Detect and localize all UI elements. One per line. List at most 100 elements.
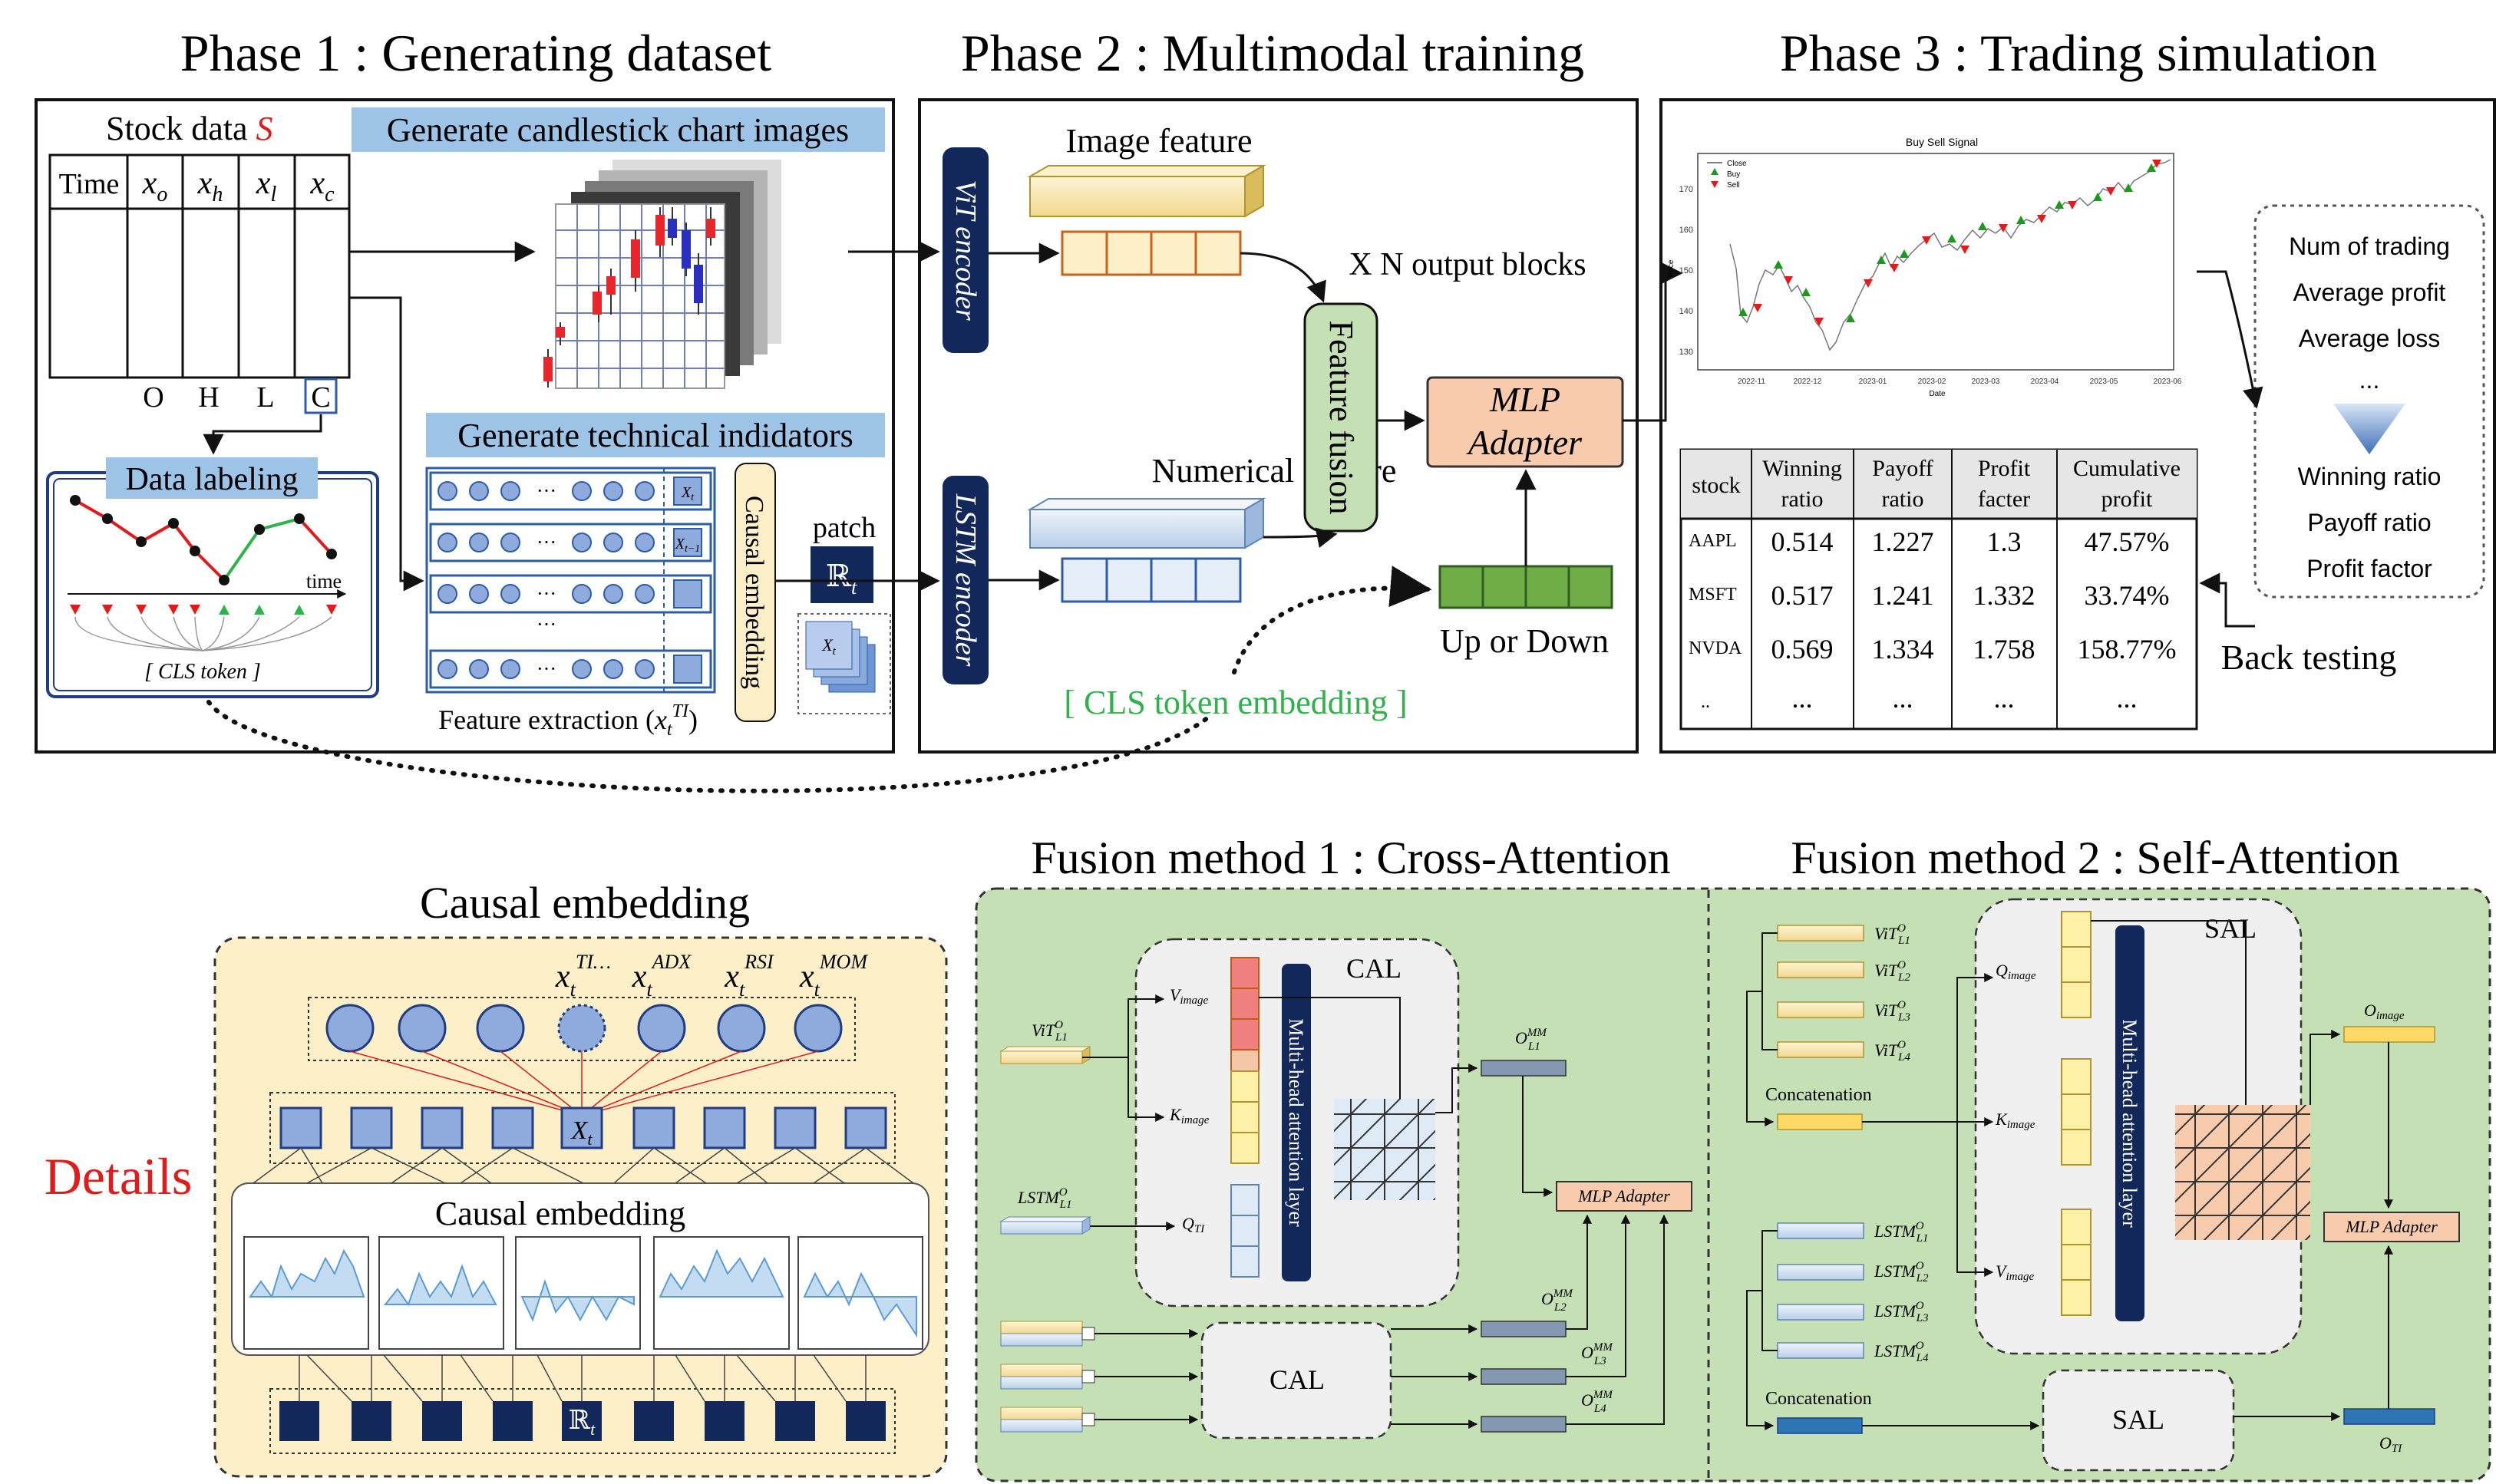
row3-stock: NVDA xyxy=(1689,638,1742,658)
mlp-adapter-box xyxy=(1426,376,1624,468)
feature-fusion-box xyxy=(1303,302,1378,533)
row3-pf: 1.758 xyxy=(1973,634,2035,665)
data-labeling-title: Data labeling xyxy=(125,462,298,497)
svg-text:···: ··· xyxy=(537,582,556,605)
vit-encoder xyxy=(943,147,989,353)
gen-ti-label-box xyxy=(426,413,885,457)
row4-stock: .. xyxy=(1701,692,1710,712)
o-ti-token xyxy=(2343,1408,2435,1425)
mlp-adapter-line1: MLP xyxy=(1489,380,1560,419)
concatenation-1: Concatenation xyxy=(1765,1085,1872,1105)
sal-mha-label: Multi-head attention layer xyxy=(2118,1019,2141,1228)
causal-wave-fills xyxy=(249,1248,917,1338)
x-tick-2: 2022-12 xyxy=(1794,378,1822,386)
th-stock: stock xyxy=(1692,473,1740,498)
cal-mha-bar xyxy=(1282,964,1311,1281)
data-labeling-title-box xyxy=(106,457,318,499)
sal-mha-bar xyxy=(2115,925,2144,1321)
buy-sell-chart: Buy Sell Signal 170 160 150 140 130 Pric… xyxy=(1667,136,2182,398)
metric-more: ... xyxy=(2359,366,2380,394)
causal-inner-title: Causal embedding xyxy=(435,1195,685,1232)
th-payoff-1: Payoff xyxy=(1872,456,1933,481)
th-winning-1: Winning xyxy=(1762,456,1842,481)
concatenation-2: Concatenation xyxy=(1765,1389,1872,1409)
y-axis-label: Price xyxy=(1667,259,1676,277)
feature-extraction-label: Feature extraction (xtTI) xyxy=(438,701,698,740)
feature-fusion-label: Feature fusion xyxy=(1322,321,1360,515)
phase2-title: Phase 2 : Multimodal training xyxy=(961,24,1584,82)
cls-dotted-arrow-2 xyxy=(1232,566,1432,674)
sal-box-2 xyxy=(2042,1369,2235,1472)
k-image-column xyxy=(1230,1070,1260,1164)
concat-lstm-token xyxy=(1777,1417,1863,1434)
ohlc-l: L xyxy=(256,381,274,414)
sal-label: SAL xyxy=(2204,913,2257,944)
concat-vit-token xyxy=(1777,1113,1863,1130)
row1-cum: 47.57% xyxy=(2085,526,2170,557)
ti-feature-matrix: ······ ······ ··· Xt Xt−1 xyxy=(425,467,716,694)
table-header-time: Time xyxy=(59,168,120,200)
phase3-title: Phase 3 : Trading simulation xyxy=(1780,24,2377,82)
th-profit-2: facter xyxy=(1978,486,2030,512)
stock-data-table: Time xo xh xl xc xyxy=(48,153,351,379)
cal-label: CAL xyxy=(1346,953,1402,984)
n-output-blocks-label: X N output blocks xyxy=(1349,247,1586,282)
th-profit-1: Profit xyxy=(1978,456,2031,481)
x-tick-6: 2023-04 xyxy=(2031,378,2059,386)
lstm-encoder xyxy=(943,476,989,684)
close-price-line xyxy=(1729,159,2171,351)
stock-data-label: Stock data S xyxy=(106,110,273,147)
phase3-panel xyxy=(1659,98,2496,754)
time-axis-label: time xyxy=(306,570,342,592)
y-tick-130: 130 xyxy=(1679,348,1693,357)
x-axis-label: Date xyxy=(1929,390,1946,398)
causal-embedding-box xyxy=(735,463,776,722)
metric-average-loss: Average loss xyxy=(2299,325,2440,352)
fusion1-stacked-inputs xyxy=(1000,1321,1095,1433)
th-cum-1: Cumulative xyxy=(2073,456,2181,481)
cls-token-label: [ CLS token ] xyxy=(144,660,261,684)
row2-payoff: 1.241 xyxy=(1872,580,1934,611)
lstm-input-token xyxy=(999,1216,1091,1235)
row3-win: 0.569 xyxy=(1771,634,1834,665)
fusion1-mlp-label: MLP Adapter xyxy=(1577,1186,1670,1205)
row4-payoff: ... xyxy=(1893,683,1913,714)
cal-label-2: CAL xyxy=(1269,1364,1325,1395)
image-token-row xyxy=(1061,230,1242,276)
metric-payoff-ratio: Payoff ratio xyxy=(2307,509,2431,536)
vit-token-stack xyxy=(1777,925,1864,1058)
row4-pf: ... xyxy=(1994,683,2015,714)
metric-average-profit: Average profit xyxy=(2293,279,2446,306)
metrics-down-arrow xyxy=(2333,404,2405,454)
x-tick-5: 2023-03 xyxy=(1972,378,2000,386)
ohlc-o: O xyxy=(143,381,163,414)
legend-close: Close xyxy=(1727,160,1747,168)
fusion1-mlp-adapter xyxy=(1556,1181,1692,1212)
row3-cum: 158.77% xyxy=(2078,634,2177,665)
row4-win: ... xyxy=(1792,683,1813,714)
metric-profit-factor: Profit factor xyxy=(2306,555,2432,582)
v-image-column xyxy=(1230,957,1260,1081)
causal-detail-title: Causal embedding xyxy=(420,878,750,928)
phase1-title: Phase 1 : Generating dataset xyxy=(180,24,772,82)
patch-label: patch xyxy=(813,512,876,544)
q-ti-label: QTI xyxy=(1182,1214,1205,1235)
fusion1-output-tokens xyxy=(1481,1060,1567,1433)
patch-stack: Xt xyxy=(797,613,891,714)
o-ti-label: OTI xyxy=(2379,1433,2402,1455)
y-tick-160: 160 xyxy=(1679,226,1693,235)
row2-win: 0.517 xyxy=(1771,580,1834,611)
rt-token-label: ℝt xyxy=(569,1407,596,1439)
mlp-adapter-line2: Adapter xyxy=(1466,423,1583,462)
x-tick-4: 2023-02 xyxy=(1918,378,1946,386)
sal-k-column xyxy=(2061,1058,2092,1166)
v-image-label-2: Vimage xyxy=(1996,1261,2034,1283)
y-tick-140: 140 xyxy=(1679,307,1693,316)
o-image-token xyxy=(2343,1026,2435,1043)
row4-cum: ... xyxy=(2117,683,2138,714)
